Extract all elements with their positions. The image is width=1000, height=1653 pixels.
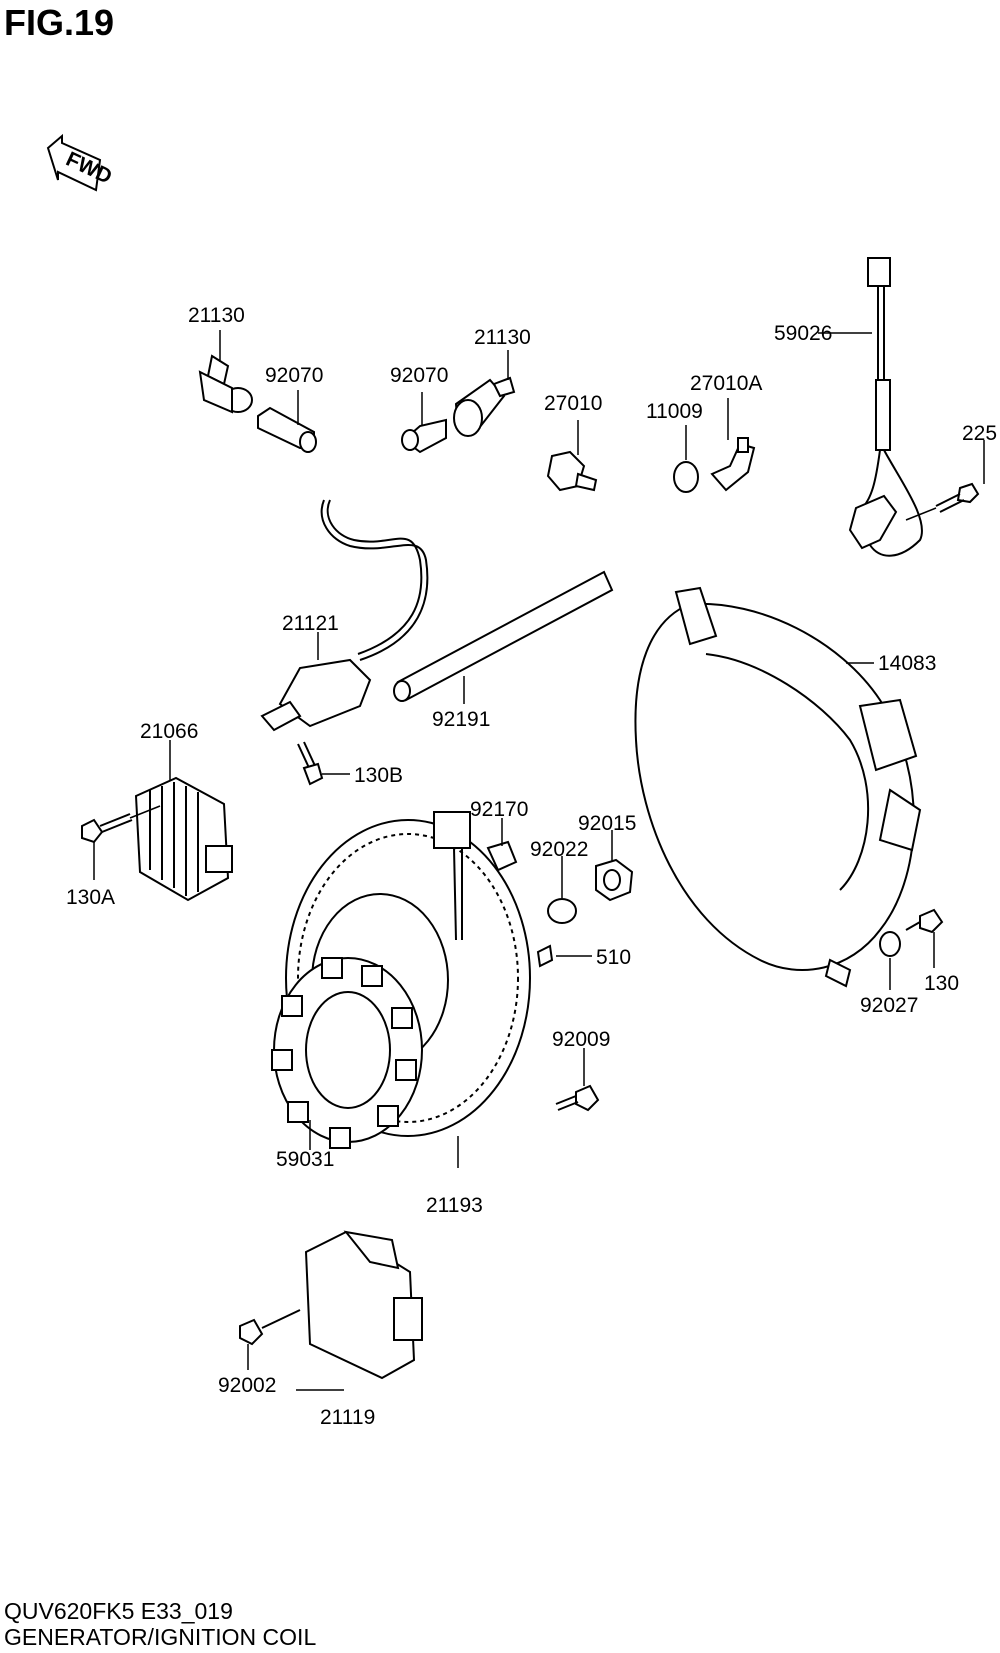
protective-tube-icon xyxy=(393,570,614,702)
part-number-labels: 21130 92070 92070 21130 27010 11009 2701… xyxy=(66,304,997,1429)
spark-plug-icon xyxy=(401,418,447,454)
bolt-icon xyxy=(905,908,944,934)
part-label: 92170 xyxy=(470,798,528,821)
part-label: 21130 xyxy=(188,304,245,327)
part-label: 21119 xyxy=(320,1406,375,1429)
part-label: 130A xyxy=(66,886,115,909)
bolt-icon xyxy=(555,1084,600,1112)
part-label: 27010A xyxy=(690,372,762,395)
ignition-coil-icon xyxy=(260,499,429,732)
connector-clamp-icon xyxy=(433,811,518,941)
forward-arrow-icon: FWD xyxy=(46,133,115,192)
part-label: 59031 xyxy=(276,1148,334,1171)
bolt-icon xyxy=(935,482,980,513)
part-label: 92070 xyxy=(390,364,448,387)
part-label: 59026 xyxy=(774,322,832,345)
part-label: 21121 xyxy=(282,612,339,635)
part-label: 130 xyxy=(924,972,959,995)
stator-coil-icon xyxy=(271,957,423,1149)
part-label: 92070 xyxy=(265,364,323,387)
part-label: 225 xyxy=(962,422,997,445)
washer-icon xyxy=(547,898,577,924)
woodruff-key-icon xyxy=(536,944,554,968)
spark-plug-icon xyxy=(257,406,317,453)
spark-plug-cap-icon xyxy=(453,376,516,437)
part-label: 21130 xyxy=(474,326,531,349)
pickup-sensor-icon xyxy=(848,257,923,557)
part-label: 27010 xyxy=(544,392,602,415)
oil-pressure-switch-icon xyxy=(710,437,756,492)
part-label: 92002 xyxy=(218,1374,276,1397)
part-label: 92022 xyxy=(530,838,588,861)
diagram-code: QUV620FK5 E33_019 xyxy=(4,1598,233,1624)
bolt-icon xyxy=(239,1309,301,1346)
regulator-rectifier-icon xyxy=(134,776,233,902)
part-label: 92015 xyxy=(578,812,636,835)
part-label: 21193 xyxy=(426,1194,483,1217)
figure-title: FIG.19 xyxy=(4,2,115,43)
spark-plug-cap-icon xyxy=(198,354,253,414)
part-label: 92027 xyxy=(860,994,918,1017)
part-label: 130B xyxy=(354,764,403,787)
part-label: 92191 xyxy=(432,708,490,731)
part-label: 21066 xyxy=(140,720,198,743)
cdi-unit-icon xyxy=(304,1230,423,1380)
generator-cover-icon xyxy=(634,586,922,988)
bolt-icon xyxy=(297,741,324,786)
bolt-icon xyxy=(81,813,133,844)
diagram-caption: GENERATOR/IGNITION COIL xyxy=(4,1624,317,1650)
collar-icon xyxy=(879,931,901,957)
part-label: 11009 xyxy=(646,400,703,423)
part-label: 14083 xyxy=(878,652,936,675)
nut-icon xyxy=(595,858,634,902)
part-label: 92009 xyxy=(552,1028,610,1051)
sensor-switch-icon xyxy=(546,450,598,492)
part-label: 510 xyxy=(596,946,631,969)
gasket-icon xyxy=(673,461,699,493)
